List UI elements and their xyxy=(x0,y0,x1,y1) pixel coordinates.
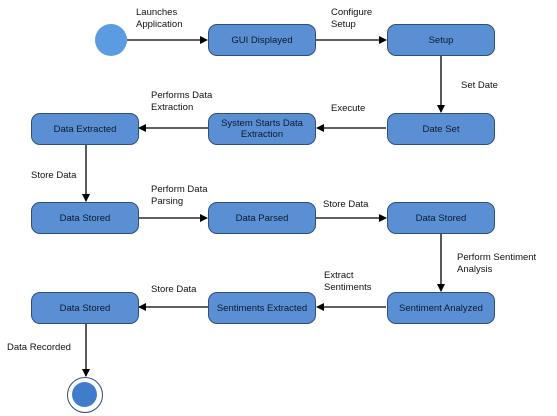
node-data-parsed: Data Parsed xyxy=(208,202,316,234)
node-sentiments-extracted: Sentiments Extracted xyxy=(208,292,316,324)
label-configure-setup: Configure Setup xyxy=(331,7,373,30)
node-data-stored-3: Data Stored xyxy=(31,292,139,324)
final-state xyxy=(67,377,103,413)
label-execute: Execute xyxy=(331,103,366,114)
node-data-stored-1: Data Stored xyxy=(31,202,139,234)
label-perform-sentiment-analysis: Perform Sentiment Analysis xyxy=(457,252,537,275)
label-performs-data-extraction: Performs Data Extraction xyxy=(151,90,213,113)
node-data-extracted: Data Extracted xyxy=(31,113,139,145)
final-state-core xyxy=(72,382,97,407)
label-launches-application: Launches Application xyxy=(136,7,183,30)
label-store-data-2: Store Data xyxy=(323,199,369,210)
node-sentiment-analyzed: Sentiment Analyzed xyxy=(387,292,495,324)
node-data-stored-2: Data Stored xyxy=(387,202,495,234)
node-gui-displayed: GUI Displayed xyxy=(208,24,316,56)
label-extract-sentiments: Extract Sentiments xyxy=(324,270,372,293)
initial-state xyxy=(95,24,127,56)
node-setup: Setup xyxy=(387,24,495,56)
label-perform-data-parsing: Perform Data Parsing xyxy=(151,184,208,207)
node-date-set: Date Set xyxy=(387,113,495,145)
node-system-starts-extraction: System Starts Data Extraction xyxy=(208,113,316,145)
label-set-date: Set Date xyxy=(461,80,498,91)
label-data-recorded: Data Recorded xyxy=(7,342,71,353)
label-store-data-1: Store Data xyxy=(31,170,77,181)
label-store-data-3: Store Data xyxy=(151,284,197,295)
